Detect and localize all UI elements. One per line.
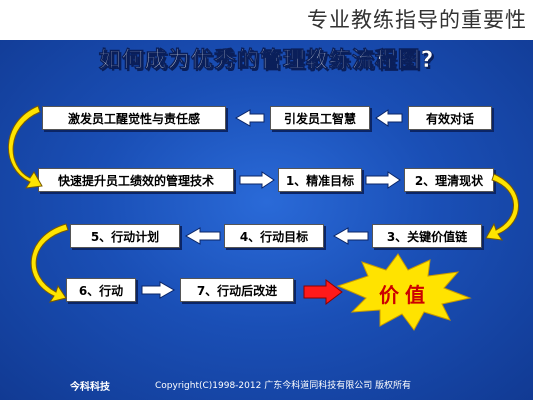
step-2-current-state: 2、理清现状 (404, 168, 494, 192)
header-title: 专业教练指导的重要性 (307, 8, 527, 32)
step-management-technique: 快速提升员工绩效的管理技术 (38, 168, 234, 192)
step-6-action: 6、行动 (66, 278, 136, 302)
step-1-target: 1、精准目标 (278, 168, 362, 192)
arrow-left-icon (184, 227, 369, 245)
step-7-improvement: 7、行动后改进 (180, 278, 294, 302)
step-3-value-chain: 3、关键价值链 (372, 224, 482, 248)
footer-logo: 今科科技 (70, 382, 110, 393)
step-awareness-responsibility: 激发员工醒觉性与责任感 (42, 106, 226, 130)
value-burst-icon (336, 253, 472, 331)
arrow-left-icon (234, 109, 403, 127)
value-label: 价值 (379, 283, 431, 307)
arrow-right-icon (141, 281, 176, 299)
step-5-action-plan: 5、行动计划 (70, 224, 180, 248)
red-arrow-icon (303, 279, 343, 305)
slide-title: 如何成为优秀的管理教练流程图? (98, 48, 435, 74)
arrow-right-icon (239, 171, 401, 189)
header-bar: 专业教练指导的重要性 (0, 0, 533, 40)
slide: 如何成为优秀的管理教练流程图? 有效对话 引发员工智慧 激发员工醒觉性与责任感 … (0, 40, 533, 400)
step-inspire-wisdom: 引发员工智慧 (270, 106, 370, 130)
step-effective-dialogue: 有效对话 (408, 106, 492, 130)
step-4-action-target: 4、行动目标 (224, 224, 324, 248)
curved-arrow-icon (7, 105, 519, 303)
flow-arrows (7, 105, 519, 331)
footer-copyright: Copyright(C)1998-2012 广东今科道同科技有限公司 版权所有 (155, 381, 412, 391)
footer: 今科科技 Copyright(C)1998-2012 广东今科道同科技有限公司 … (0, 370, 533, 400)
